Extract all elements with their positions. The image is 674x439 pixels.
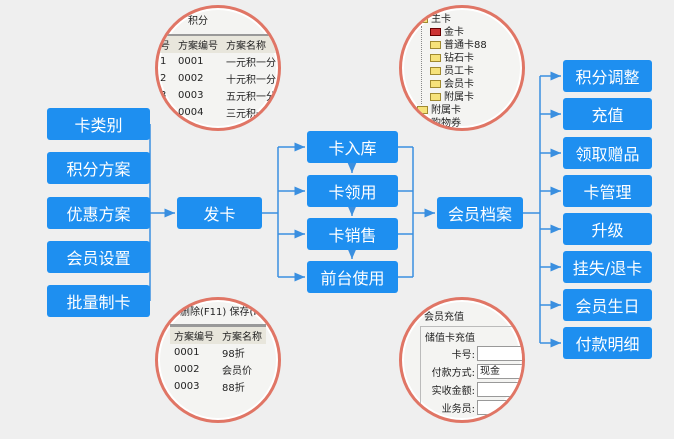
field-input[interactable]: 现金 [477,363,522,379]
delete-button[interactable]: 删除(F11) [180,307,227,318]
tree-item[interactable]: 普通卡88 [430,39,487,52]
form-field: 实收金额: [425,380,522,398]
left-node: 积分方案 [47,152,150,184]
save-button[interactable]: 保存(F5 [229,307,266,318]
dialog-title: 会员充值 [424,312,464,323]
right-node: 付款明细 [563,327,652,359]
folder-icon [430,54,441,62]
left-node: 优惠方案 [47,197,150,229]
issue-card-node: 发卡 [177,197,262,229]
form-field: 卡号: [425,344,522,362]
field-input[interactable] [477,399,522,415]
tree-item[interactable]: 钻石卡 [430,52,487,65]
right-node: 卡管理 [563,175,652,207]
folder-icon [430,28,441,36]
right-node: 会员生日 [563,289,652,321]
tree-item[interactable]: 金卡 [430,26,487,39]
member-file-node: 会员档案 [437,197,523,229]
left-node: 会员设置 [47,241,150,273]
folder-icon [430,67,441,75]
left-node: 卡类别 [47,108,150,140]
recharge-dialog-callout: 会员充值 储值卡充值 卡号:付款方式:现金实收金额:业务员: [399,297,525,423]
flow-node: 卡领用 [307,175,398,207]
form-field: 业务员: [425,398,522,416]
window-title: 积分 [188,16,208,27]
right-node: 领取赠品 [563,137,652,169]
group-label: 储值卡充值 [425,333,475,344]
toolbar: 删除(F11) 保存(F5 [180,303,265,318]
flow-node: 卡入库 [307,131,398,163]
form-field: 付款方式:现金 [425,362,522,380]
right-node: 挂失/退卡 [563,251,652,283]
left-node: 批量制卡 [47,285,150,317]
tree-item[interactable]: 会员卡 [430,78,487,91]
folder-icon [430,41,441,49]
tree-item[interactable]: 员工卡 [430,65,487,78]
flow-node: 前台使用 [307,261,398,293]
tree-item[interactable]: 附属卡 [430,91,487,104]
folder-icon [430,80,441,88]
field-input[interactable] [477,345,522,361]
folder-icon [430,93,441,101]
flow-node: 卡销售 [307,218,398,250]
right-node: 充值 [563,98,652,130]
right-node: 积分调整 [563,60,652,92]
field-input[interactable] [477,381,522,397]
right-node: 升级 [563,213,652,245]
